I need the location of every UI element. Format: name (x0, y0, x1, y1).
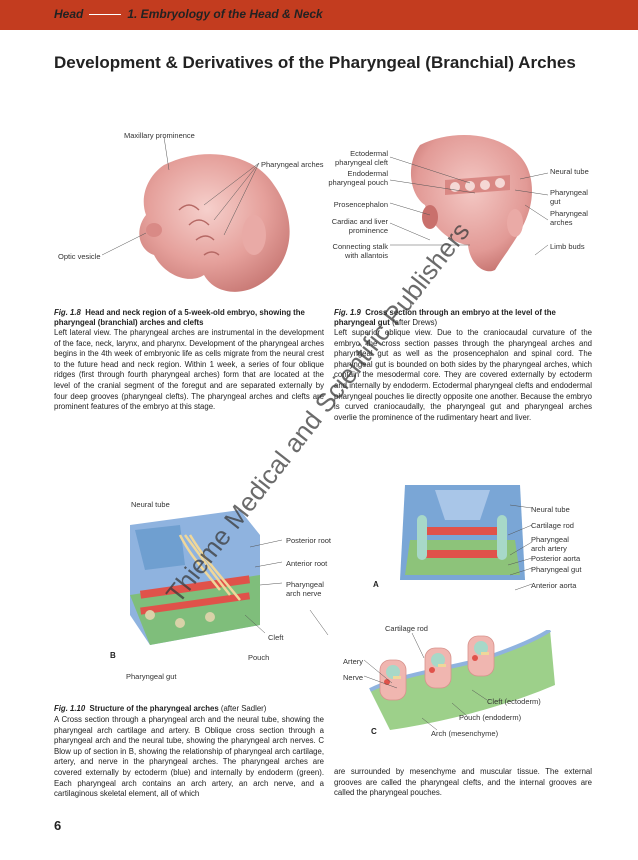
fig-1-10-caption: Fig. 1.10 Structure of the pharyngeal ar… (54, 704, 324, 714)
fig-1-9-caption-text: Cross section through an embryo at the l… (334, 308, 556, 327)
panel-letter-b: B (110, 651, 116, 660)
label-prosencephalon: Prosencephalon (333, 200, 388, 209)
fig-1-10-body-left: A Cross section through a pharyngeal arc… (54, 715, 324, 799)
label-c-artery: Artery (343, 657, 364, 666)
panel-letter-c: C (371, 727, 377, 736)
fig-1-10-number: Fig. 1.10 (54, 704, 86, 713)
label-neural-tube-19: Neural tube (550, 167, 589, 176)
label-a-arch-artery: Pharyngeal arch artery (531, 535, 569, 553)
label-b-cleft: Cleft (268, 633, 284, 642)
fig-1-9-leader-lines (389, 156, 549, 256)
fig-1-10-b-leader-lines (244, 539, 329, 636)
header-section: Head (54, 7, 84, 21)
label-c-pouch: Pouch (endoderm) (459, 713, 522, 722)
fig-1-10-c-illustration (369, 630, 555, 730)
label-b-posterior-root: Posterior root (286, 536, 332, 545)
fig-1-10-a-illustration (400, 485, 525, 580)
fig-1-9-body: Left superior oblique view. Due to the c… (334, 328, 592, 422)
fig-1-9-number: Fig. 1.9 (334, 308, 361, 317)
running-header: Head 1. Embryology of the Head & Neck (54, 7, 323, 21)
label-connecting-stalk: Connecting stalk with allantois (332, 242, 388, 260)
label-c-cartilage-rod: Cartilage rod (385, 624, 428, 633)
header-chapter: 1. Embryology of the Head & Neck (127, 7, 323, 21)
fig-1-10-b-illustration (130, 510, 260, 645)
optic-vesicle-shape (146, 223, 162, 237)
fig-1-8-illustration (101, 136, 290, 292)
label-pharyngeal-arches-18: Pharyngeal arches (261, 160, 324, 169)
label-endodermal-pouch: Endodermal pharyngeal pouch (328, 169, 388, 187)
fig-1-8-number: Fig. 1.8 (54, 308, 81, 317)
fig-1-10-c-leader-lines (363, 632, 488, 731)
label-a-neural-tube: Neural tube (531, 505, 570, 514)
fig-1-9-caption-source: (after Drews) (392, 318, 438, 327)
embryo-body (139, 154, 290, 292)
label-b-arch-nerve: Pharyngeal arch nerve (286, 580, 324, 598)
panel-letter-a: A (373, 580, 379, 589)
arch-ridges (178, 204, 220, 256)
label-ectodermal-cleft: Ectodermal pharyngeal cleft (335, 149, 388, 167)
fig-1-10-a-leader-lines (507, 504, 533, 591)
fig-1-10-body-right: are surrounded by mesenchyme and muscula… (334, 767, 592, 798)
label-a-posterior-aorta: Posterior aorta (531, 554, 581, 563)
label-a-pharyngeal-gut: Pharyngeal gut (531, 565, 582, 574)
limb-bud-shape (242, 215, 266, 255)
fig-1-10-caption-text: Structure of the pharyngeal arches (89, 704, 219, 713)
page-title: Development & Derivatives of the Pharyng… (54, 53, 576, 72)
fig-1-10-caption-source: (after Sadler) (220, 704, 267, 713)
label-c-cleft: Cleft (ectoderm) (487, 697, 541, 706)
embryo-cross-section (410, 135, 532, 272)
label-c-arch: Arch (mesenchyme) (431, 729, 499, 738)
label-b-pharyngeal-gut: Pharyngeal gut (126, 672, 177, 681)
label-b-anterior-root: Anterior root (286, 559, 328, 568)
label-maxillary-prominence: Maxillary prominence (124, 131, 195, 140)
label-a-cartilage-rod: Cartilage rod (531, 521, 574, 530)
label-cardiac-liver: Cardiac and liver prominence (331, 217, 388, 235)
fig-1-9-caption: Fig. 1.9 Cross section through an embryo… (334, 308, 592, 328)
fig-1-8-body: Left lateral view. The pharyngeal arches… (54, 328, 324, 412)
label-pharyngeal-arches-19: Pharyngeal arches (550, 209, 588, 227)
label-b-pouch: Pouch (248, 653, 270, 662)
label-a-anterior-aorta: Anterior aorta (531, 581, 577, 590)
page-number: 6 (54, 818, 62, 833)
label-b-neural-tube: Neural tube (131, 500, 170, 509)
label-pharyngeal-gut-19: Pharyngeal gut (550, 188, 588, 206)
fig-1-8-caption-text: Head and neck region of a 5-week-old emb… (54, 308, 305, 327)
label-limb-buds: Limb buds (550, 242, 585, 251)
fig-1-8-caption: Fig. 1.8 Head and neck region of a 5-wee… (54, 308, 324, 328)
label-optic-vesicle: Optic vesicle (58, 252, 101, 261)
label-c-nerve: Nerve (343, 673, 364, 682)
